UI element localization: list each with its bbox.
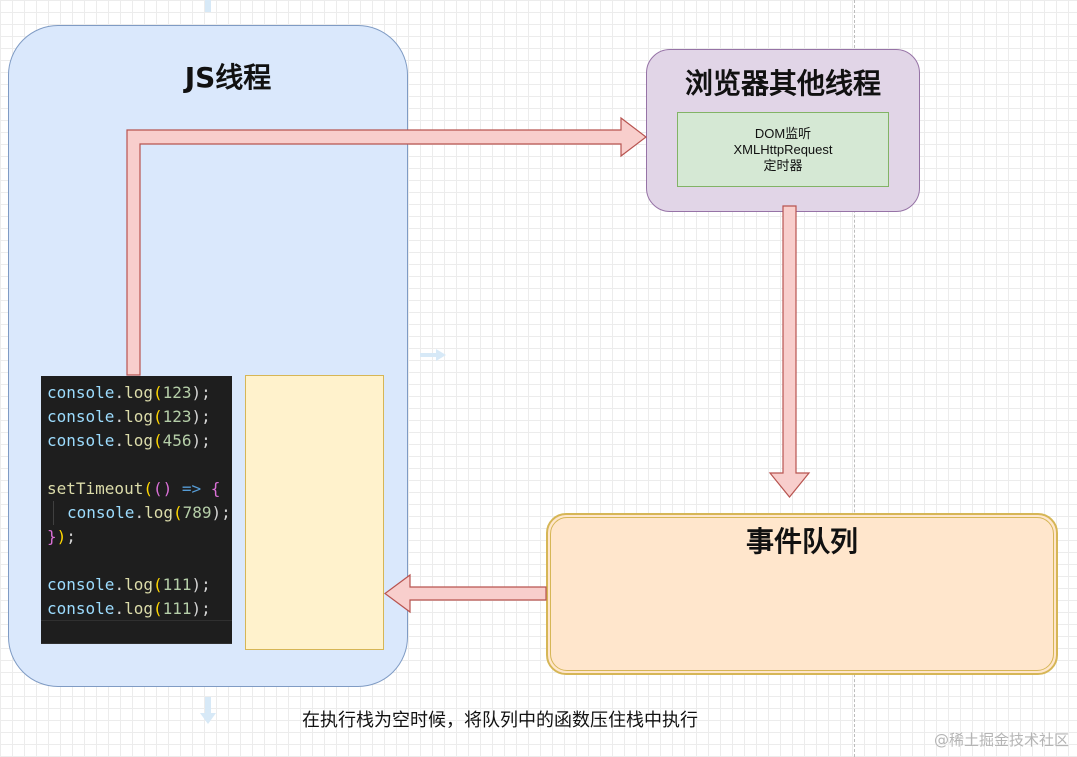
code-line-blank xyxy=(41,549,232,573)
web-apis-box[interactable]: DOM监听 XMLHttpRequest 定时器 xyxy=(677,112,889,187)
code-line: }); xyxy=(47,527,76,546)
code-line: console.log(123); xyxy=(47,383,211,402)
browser-threads-title: 浏览器其他线程 xyxy=(684,67,881,100)
faint-arrow-top xyxy=(205,0,211,12)
code-editor[interactable]: console.log(123); console.log(123); cons… xyxy=(41,376,232,644)
event-queue-title: 事件队列 xyxy=(745,525,858,558)
diagram-caption: 在执行栈为空时候，将队列中的函数压住栈中执行 xyxy=(302,710,698,731)
event-queue-inner-border xyxy=(550,517,1054,671)
watermark: @稀土掘金技术社区 xyxy=(933,731,1069,749)
code-line: console.log(456); xyxy=(47,431,211,450)
code-cursor-line xyxy=(41,620,232,644)
call-stack-box[interactable] xyxy=(245,375,384,650)
js-thread-title: JS线程 xyxy=(184,61,272,94)
api-xmlhttprequest: XMLHttpRequest xyxy=(733,141,833,157)
arrow-to-browser-threads xyxy=(126,116,647,376)
guide-line xyxy=(854,0,855,757)
api-timer: 定时器 xyxy=(763,157,803,173)
faint-arrow-down-bottom xyxy=(200,697,216,724)
code-line: console.log(111); xyxy=(47,575,211,594)
arrow-to-call-stack xyxy=(383,573,547,614)
event-queue-container[interactable] xyxy=(546,513,1058,675)
code-line: console.log(789); xyxy=(41,501,232,525)
code-line-blank xyxy=(41,453,232,477)
code-line: console.log(123); xyxy=(47,407,211,426)
api-dom-listener: DOM监听 xyxy=(754,125,812,141)
code-line: setTimeout(() => { xyxy=(47,479,221,498)
faint-arrow-right xyxy=(420,349,446,361)
code-line: console.log(111); xyxy=(47,599,211,618)
arrow-to-event-queue xyxy=(768,205,811,498)
